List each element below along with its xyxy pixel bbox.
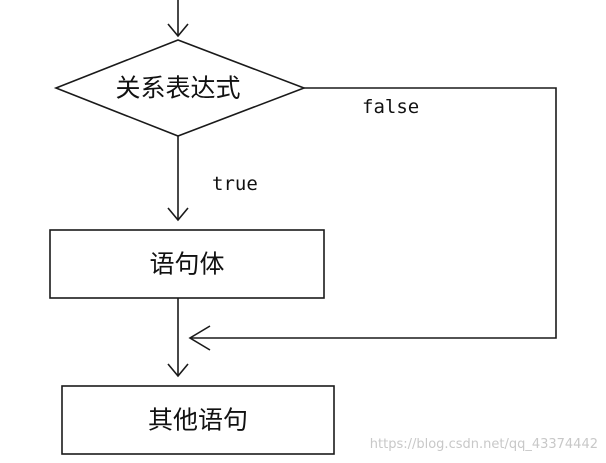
- condition-node: 关系表达式: [53, 39, 307, 137]
- true-label: true: [212, 173, 258, 195]
- next-node: 其他语句: [61, 385, 335, 455]
- entry-arrow: [167, 0, 189, 38]
- body-label: 语句体: [149, 250, 224, 279]
- next-label: 其他语句: [148, 406, 248, 435]
- body-node: 语句体: [49, 229, 325, 299]
- true-arrow: [167, 136, 189, 222]
- false-label: false: [362, 96, 419, 118]
- watermark-text: https://blog.csdn.net/qq_43374442: [370, 437, 598, 452]
- exit-arrow: [167, 298, 189, 378]
- condition-label: 关系表达式: [115, 74, 240, 103]
- false-path: [188, 87, 557, 351]
